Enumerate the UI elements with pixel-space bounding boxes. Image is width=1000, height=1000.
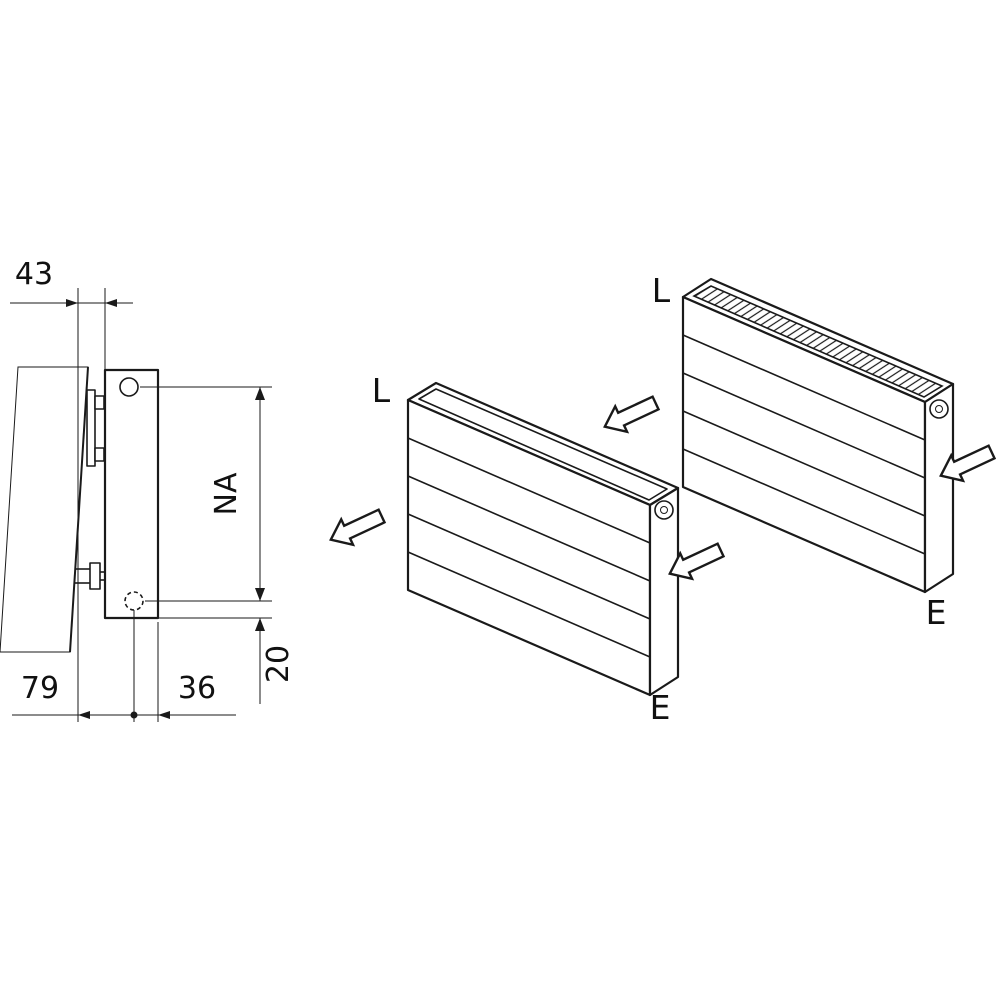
rear-radiator-isometric: L E [597,271,999,632]
return-label: E [650,688,671,727]
slat-line [407,437,651,544]
side-tapping-hole [935,405,943,413]
slat-line [407,513,651,620]
slat-line [682,334,926,441]
arrowhead-na-top [255,387,265,400]
arrowhead-20 [255,618,265,631]
dim-label-43: 43 [15,257,53,292]
arrowhead-43-left [66,299,78,307]
top-tapping [119,377,139,397]
side-tapping-hole [660,506,668,514]
slat-line [682,410,926,517]
dim-label-36: 36 [178,671,216,706]
radiator-end-face [648,486,680,697]
slat-line [407,475,651,582]
side-tapping [929,399,949,419]
radiator-top-opening [418,388,668,501]
dim-label-79: 79 [21,671,59,706]
arrowhead-79 [78,711,90,719]
arrowhead-43-right [105,299,117,307]
front-radiator-isometric: L E [323,371,728,727]
dimension-dot [130,711,138,719]
slat-line [682,372,926,479]
flow-direction-arrow [597,389,663,441]
slat-line [682,448,926,555]
wall-hatch [0,366,89,653]
inlet-label: L [372,371,391,410]
flow-direction-arrow [323,502,389,554]
slat-line [407,551,651,658]
mounting-bracket-top [86,389,105,467]
side-view-section: 43 NA 20 [0,257,296,722]
radiator-side-profile [103,368,160,620]
dim-label-na: NA [209,472,244,515]
arrowhead-36 [158,711,170,719]
mounting-bracket-bottom [75,562,105,590]
inlet-label: L [652,271,671,310]
return-label: E [926,593,947,632]
dim-label-20: 20 [261,645,296,683]
radiator-end-face [923,382,955,594]
arrowhead-na-bottom [255,588,265,601]
radiator-top-grille [692,285,944,398]
side-tapping [654,500,674,520]
wall-face-line [69,366,89,653]
